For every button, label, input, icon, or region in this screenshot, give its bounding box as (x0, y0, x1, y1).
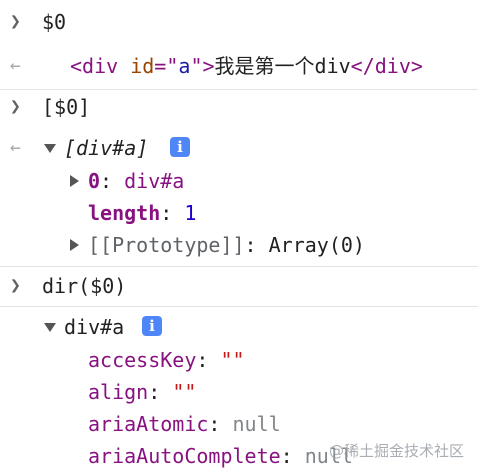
array-summary-line[interactable]: ← [div#a] i (0, 133, 478, 163)
item-sep: : (244, 233, 269, 257)
prop-value: null (232, 412, 281, 436)
prop-sep: : (196, 348, 221, 372)
prop-sep: : (148, 380, 173, 404)
prompt-chevron-icon: ❯ (10, 275, 21, 296)
console-input-text: dir($0) (42, 274, 127, 298)
watermark: @稀土掘金技术社区 (328, 442, 464, 460)
array-length: length: 1 (0, 198, 478, 228)
object-prop: ariaAtomic: null (0, 409, 478, 439)
return-arrow-icon: ← (10, 55, 21, 76)
item-value: div#a (124, 169, 185, 193)
prop-key: accessKey (88, 348, 197, 372)
item-key: 0 (88, 169, 101, 193)
console-input-line: ❯ [$0] (0, 92, 478, 122)
triangle-right-icon[interactable] (70, 239, 79, 251)
return-arrow-icon: ← (10, 137, 21, 158)
element-preview[interactable]: <div id="a">我是第一个div</div> (70, 51, 423, 81)
attr-close: "> (190, 54, 215, 78)
separator (0, 306, 478, 307)
prop-sep: : (280, 444, 305, 468)
object-summary-line[interactable]: div#a i (0, 312, 478, 342)
object-prop: ariaAutoComplete: null (0, 441, 478, 471)
tag-close: </div> (350, 54, 423, 78)
triangle-down-icon[interactable] (44, 323, 56, 332)
item-key: [[Prototype]] (88, 233, 245, 257)
array-prototype[interactable]: [[Prototype]]: Array(0) (0, 230, 478, 260)
array-summary: [div#a] (64, 136, 149, 160)
prop-key: ariaAtomic (88, 412, 209, 436)
attr-value: a (178, 54, 191, 78)
attr-name: id (118, 54, 155, 78)
console-output-line[interactable]: ← <div id="a">我是第一个div</div> (0, 51, 478, 81)
triangle-right-icon[interactable] (70, 175, 79, 187)
info-icon[interactable]: i (142, 316, 162, 336)
prop-key: ariaAutoComplete (88, 444, 281, 468)
attr-eq: =" (154, 54, 179, 78)
item-value: 1 (184, 201, 197, 225)
object-prop: align: "" (0, 377, 478, 407)
prop-key: align (88, 380, 149, 404)
element-text: 我是第一个div (214, 54, 351, 78)
separator (0, 266, 478, 267)
console-input-line: ❯ dir($0) (0, 271, 478, 301)
item-sep: : (100, 169, 125, 193)
prop-sep: : (208, 412, 233, 436)
console-input-text: [$0] (42, 95, 91, 119)
prompt-chevron-icon: ❯ (10, 11, 21, 32)
prompt-chevron-icon: ❯ (10, 96, 21, 117)
triangle-down-icon[interactable] (44, 144, 56, 153)
item-key: length (88, 201, 161, 225)
array-item-0[interactable]: 0: div#a (0, 166, 478, 196)
separator (0, 89, 478, 90)
item-value: Array(0) (268, 233, 365, 257)
console-input-line: ❯ $0 (0, 7, 478, 37)
prop-value: null (304, 444, 353, 468)
info-icon[interactable]: i (170, 137, 190, 157)
console-input-text: $0 (42, 10, 67, 34)
object-summary: div#a (64, 315, 125, 339)
prop-value: "" (172, 380, 197, 404)
item-sep: : (160, 201, 185, 225)
tag-open: <div (70, 54, 119, 78)
prop-value: "" (220, 348, 245, 372)
object-prop: accessKey: "" (0, 345, 478, 375)
